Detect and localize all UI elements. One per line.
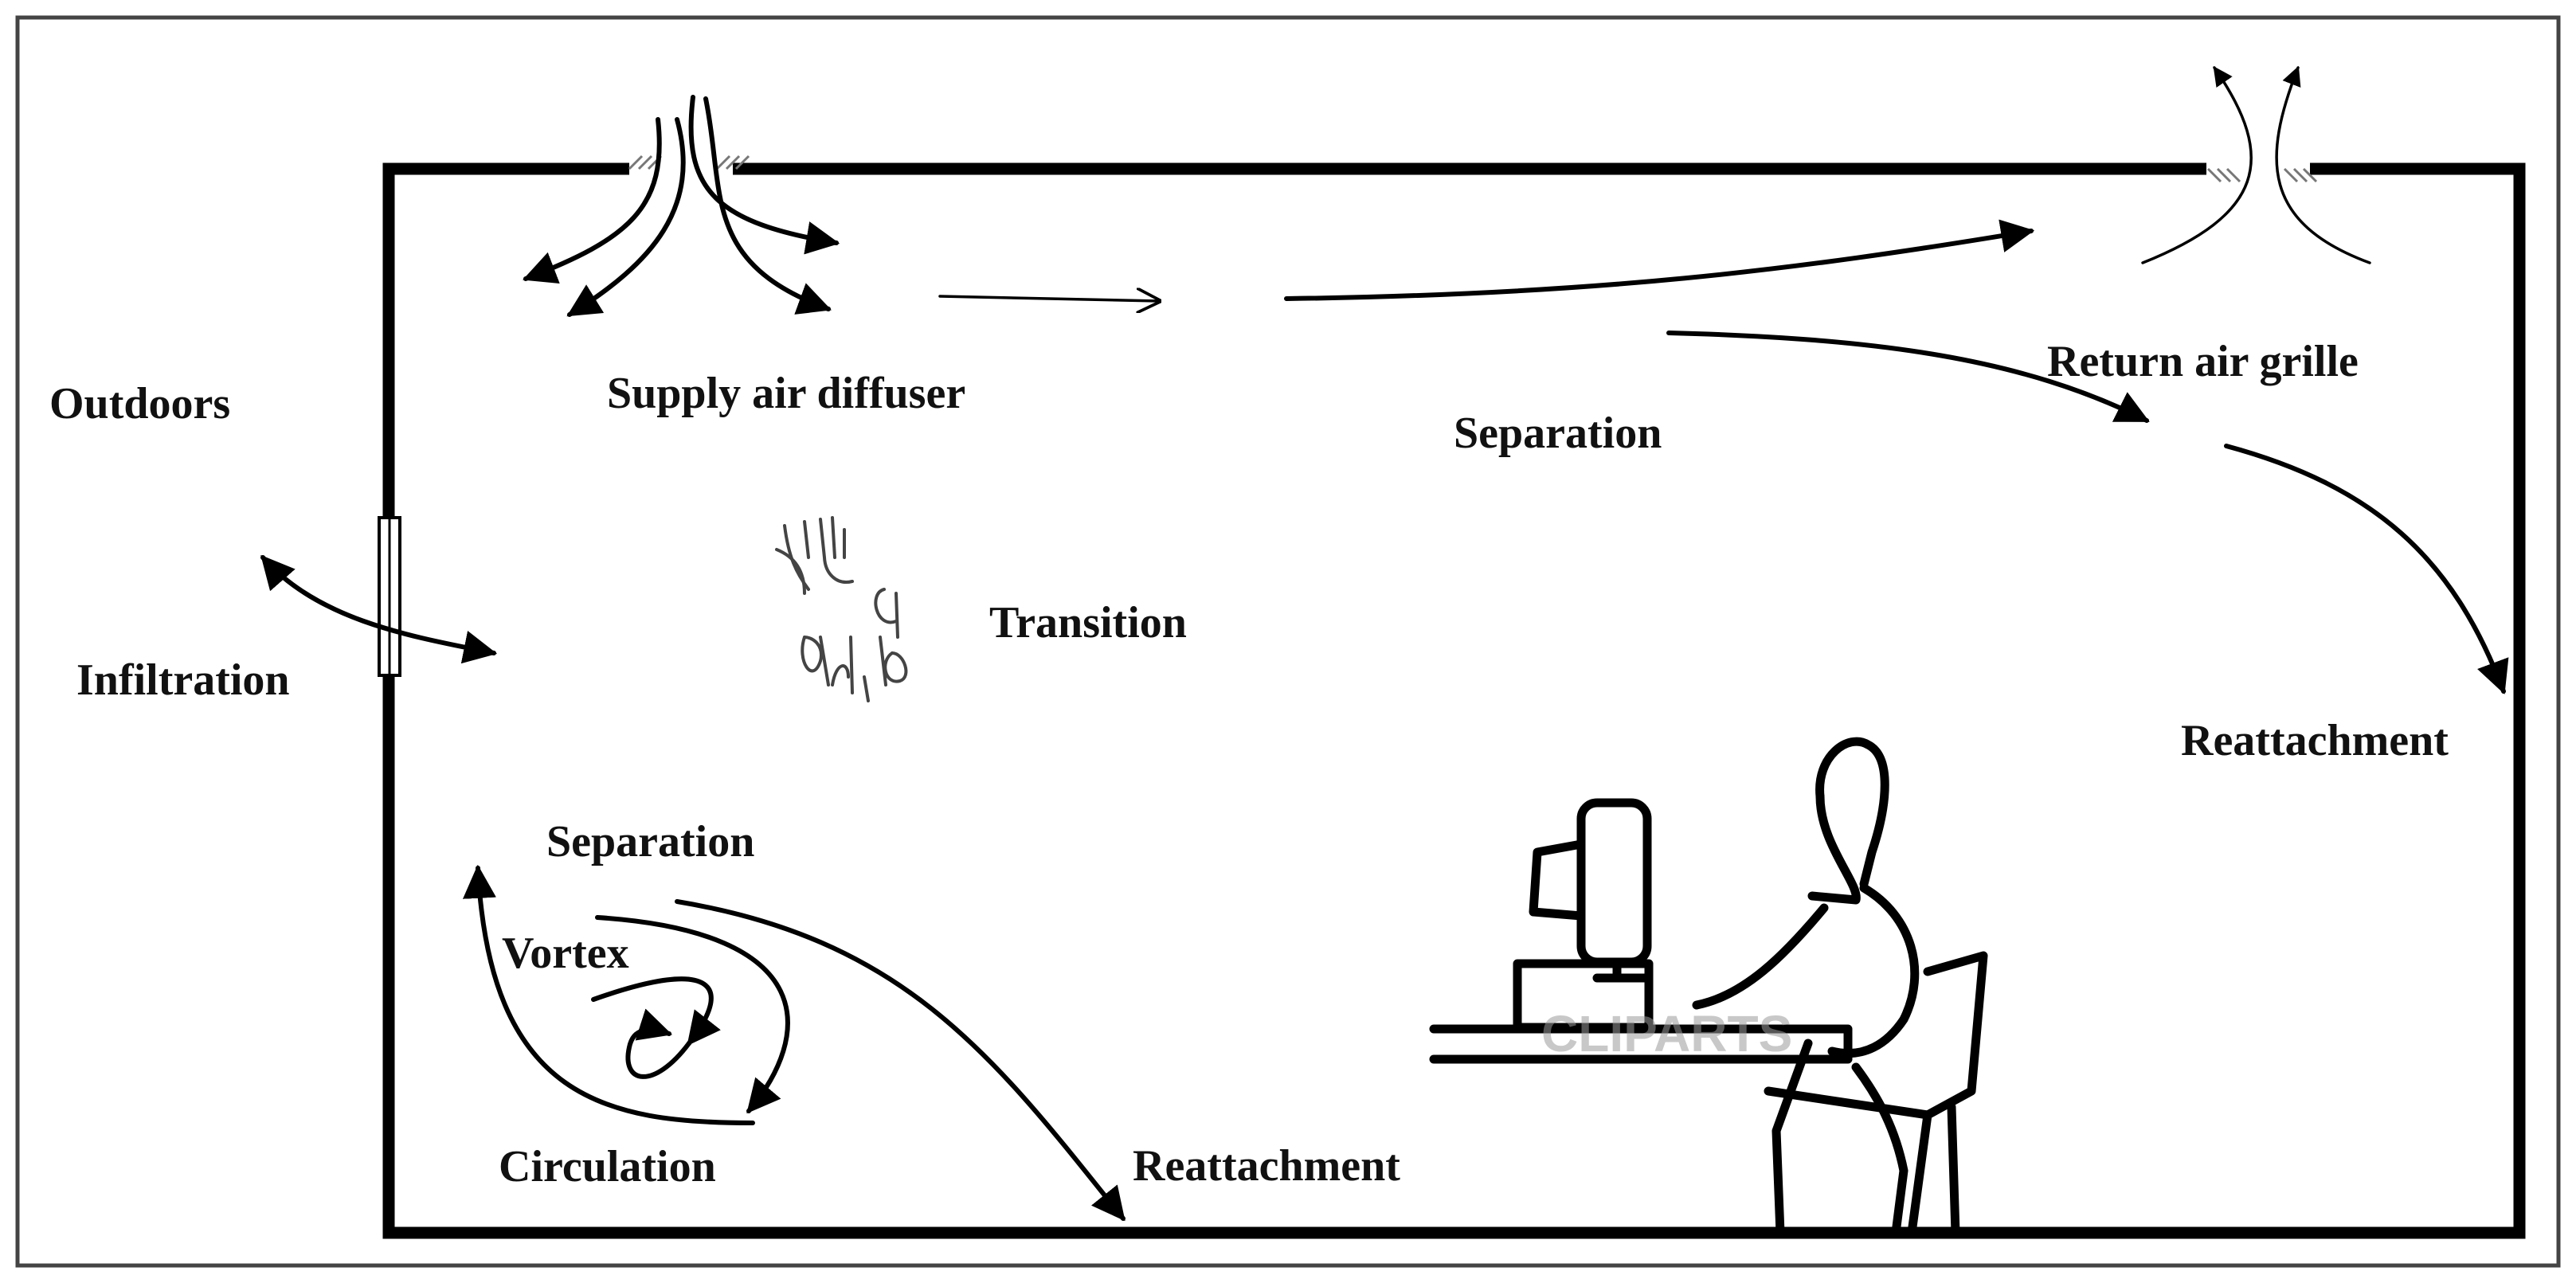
label-transition: Transition [989, 598, 1187, 647]
return-grille-arrows [2141, 65, 2371, 264]
label-infiltration: Infiltration [76, 655, 290, 705]
watermark-text: CLIPARTS [1541, 1005, 1792, 1062]
label-reattachment-right: Reattachment [2181, 716, 2449, 765]
label-separation-top: Separation [1454, 409, 1662, 458]
diagram-labels: Outdoors Supply air diffuser Return air … [49, 337, 2449, 1191]
person-at-computer-illustration [1429, 737, 1988, 1238]
supply-diffuser-arrows [523, 95, 840, 317]
label-reattachment-bottom: Reattachment [1133, 1141, 1400, 1191]
window [378, 516, 401, 677]
label-separation-bottom: Separation [546, 817, 754, 866]
outer-frame [15, 15, 2561, 1268]
label-circulation: Circulation [499, 1142, 716, 1191]
label-return-air-grille: Return air grille [2047, 337, 2359, 386]
label-supply-air-diffuser: Supply air diffuser [607, 369, 965, 418]
room-walls [382, 162, 2526, 1239]
label-outdoors: Outdoors [49, 379, 230, 428]
label-vortex: Vortex [502, 929, 629, 978]
airflow-arrows [260, 219, 2509, 1222]
transition-scribble [775, 516, 908, 702]
